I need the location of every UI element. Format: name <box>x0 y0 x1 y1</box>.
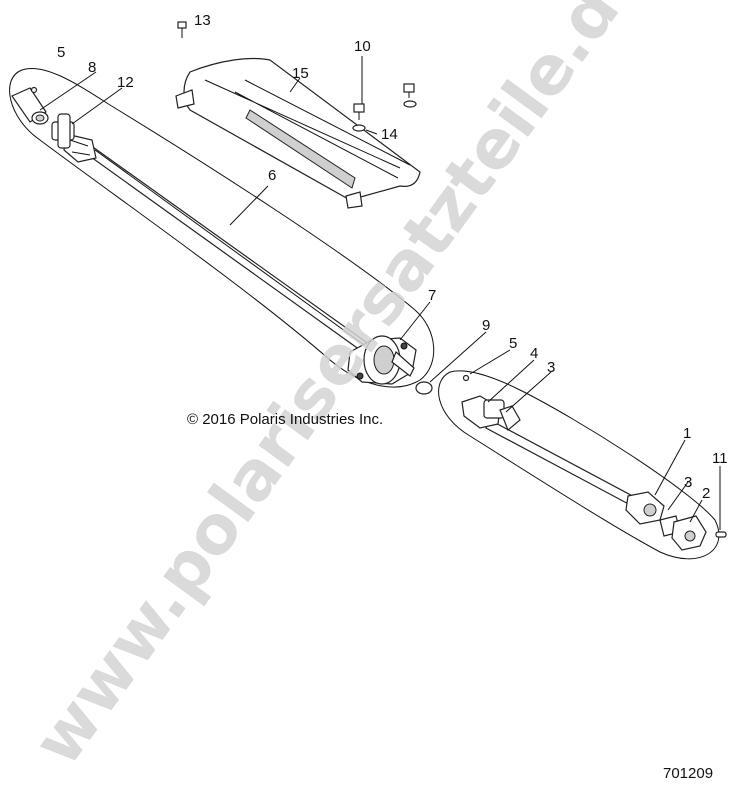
grease-fitting-rear <box>462 374 470 382</box>
u-joint-cross-front <box>51 113 75 149</box>
front-driveshaft-group <box>438 370 720 560</box>
callout-labels: 13 10 15 14 5 8 12 6 7 9 5 4 3 1 3 2 11 <box>57 12 728 502</box>
callout-5-front: 5 <box>509 335 517 352</box>
callout-7: 7 <box>428 287 436 304</box>
driveshaft-shield <box>175 57 421 209</box>
callout-5-rear: 5 <box>57 44 65 61</box>
group-outline-front <box>438 370 720 560</box>
bolt-10 <box>352 103 366 132</box>
callout-3-upper: 3 <box>547 359 555 376</box>
bolt-10b <box>403 83 417 108</box>
rear-driveshaft-group <box>9 68 435 388</box>
coupler-front <box>11 87 49 125</box>
callout-8: 8 <box>88 59 96 76</box>
u-joint-front-lower <box>625 491 707 551</box>
callout-11: 11 <box>712 450 728 467</box>
group-outline-rear <box>9 68 435 388</box>
callout-3-lower: 3 <box>684 474 692 491</box>
roll-pin <box>715 531 727 538</box>
carrier-bearing <box>347 335 417 385</box>
u-joint-front-upper <box>461 395 521 431</box>
callout-14: 14 <box>381 126 398 143</box>
callout-9: 9 <box>482 317 490 334</box>
screw-13 <box>177 21 187 38</box>
grease-fitting-front <box>30 86 38 94</box>
callout-15: 15 <box>292 65 309 82</box>
callout-13: 13 <box>194 12 211 29</box>
callout-1: 1 <box>683 425 691 442</box>
callout-10: 10 <box>354 38 371 55</box>
circlip <box>415 381 433 395</box>
leader-lines <box>39 56 721 530</box>
copyright-notice: © 2016 Polaris Industries Inc. <box>187 411 383 428</box>
callout-12: 12 <box>117 74 134 91</box>
drawing-number: 701209 <box>663 765 713 782</box>
callout-4: 4 <box>530 345 538 362</box>
callout-6: 6 <box>268 167 276 184</box>
callout-2: 2 <box>702 485 710 502</box>
